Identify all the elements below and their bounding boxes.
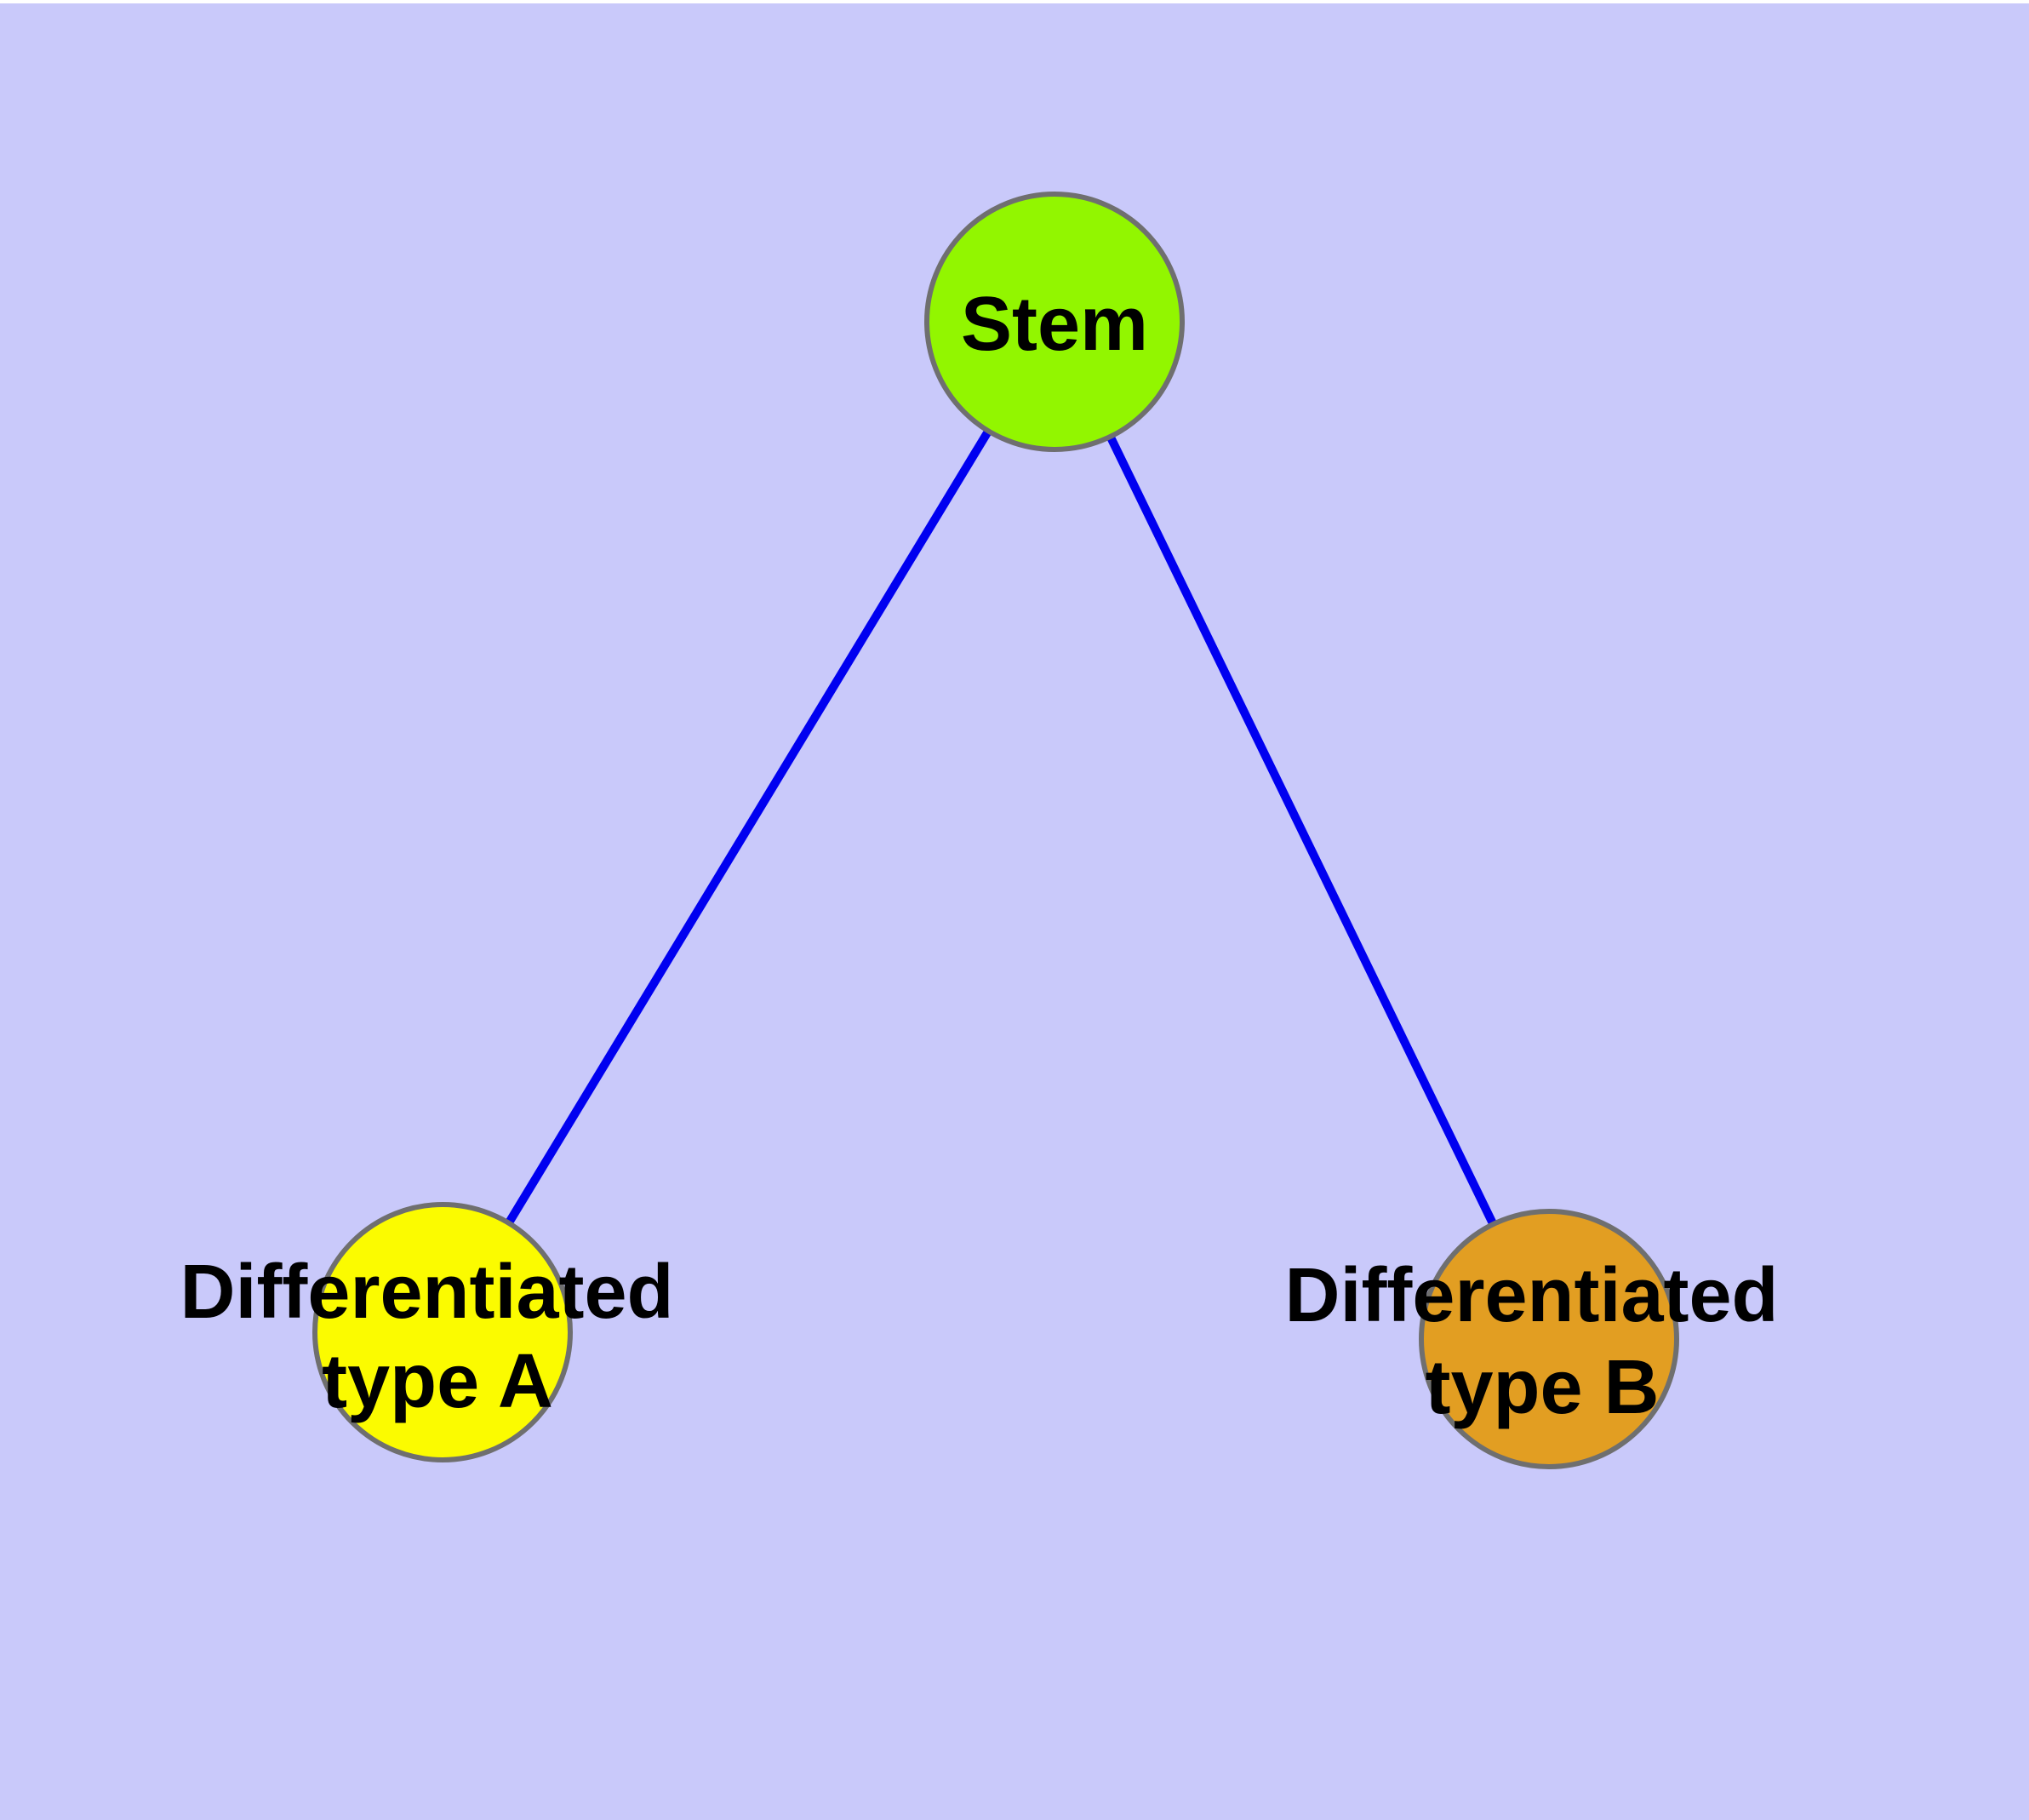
nodes-layer bbox=[312, 192, 1679, 1469]
node-type-a-label: Differentiated type A bbox=[180, 1250, 694, 1424]
node-type-b-label: Differentiated type B bbox=[1284, 1253, 1799, 1430]
edge-stem-to-type-b bbox=[1050, 319, 1553, 1342]
label-line: Stem bbox=[961, 282, 1148, 367]
node-stem-label: Stem bbox=[961, 282, 1148, 367]
label-line: type A bbox=[322, 1339, 553, 1424]
label-line: type B bbox=[1425, 1345, 1659, 1430]
labels-layer: Stem Differentiated type A Differentiate… bbox=[180, 282, 1799, 1430]
label-line: Differentiated bbox=[180, 1250, 673, 1335]
node-type-b-circle bbox=[1419, 1209, 1679, 1469]
edges-layer bbox=[438, 319, 1553, 1342]
label-line: Differentiated bbox=[1284, 1253, 1778, 1338]
top-edge-strip bbox=[0, 0, 2029, 3]
edge-stem-to-type-a bbox=[438, 319, 1059, 1335]
node-type-a-circle bbox=[312, 1202, 573, 1462]
node-stem-circle bbox=[924, 192, 1185, 452]
